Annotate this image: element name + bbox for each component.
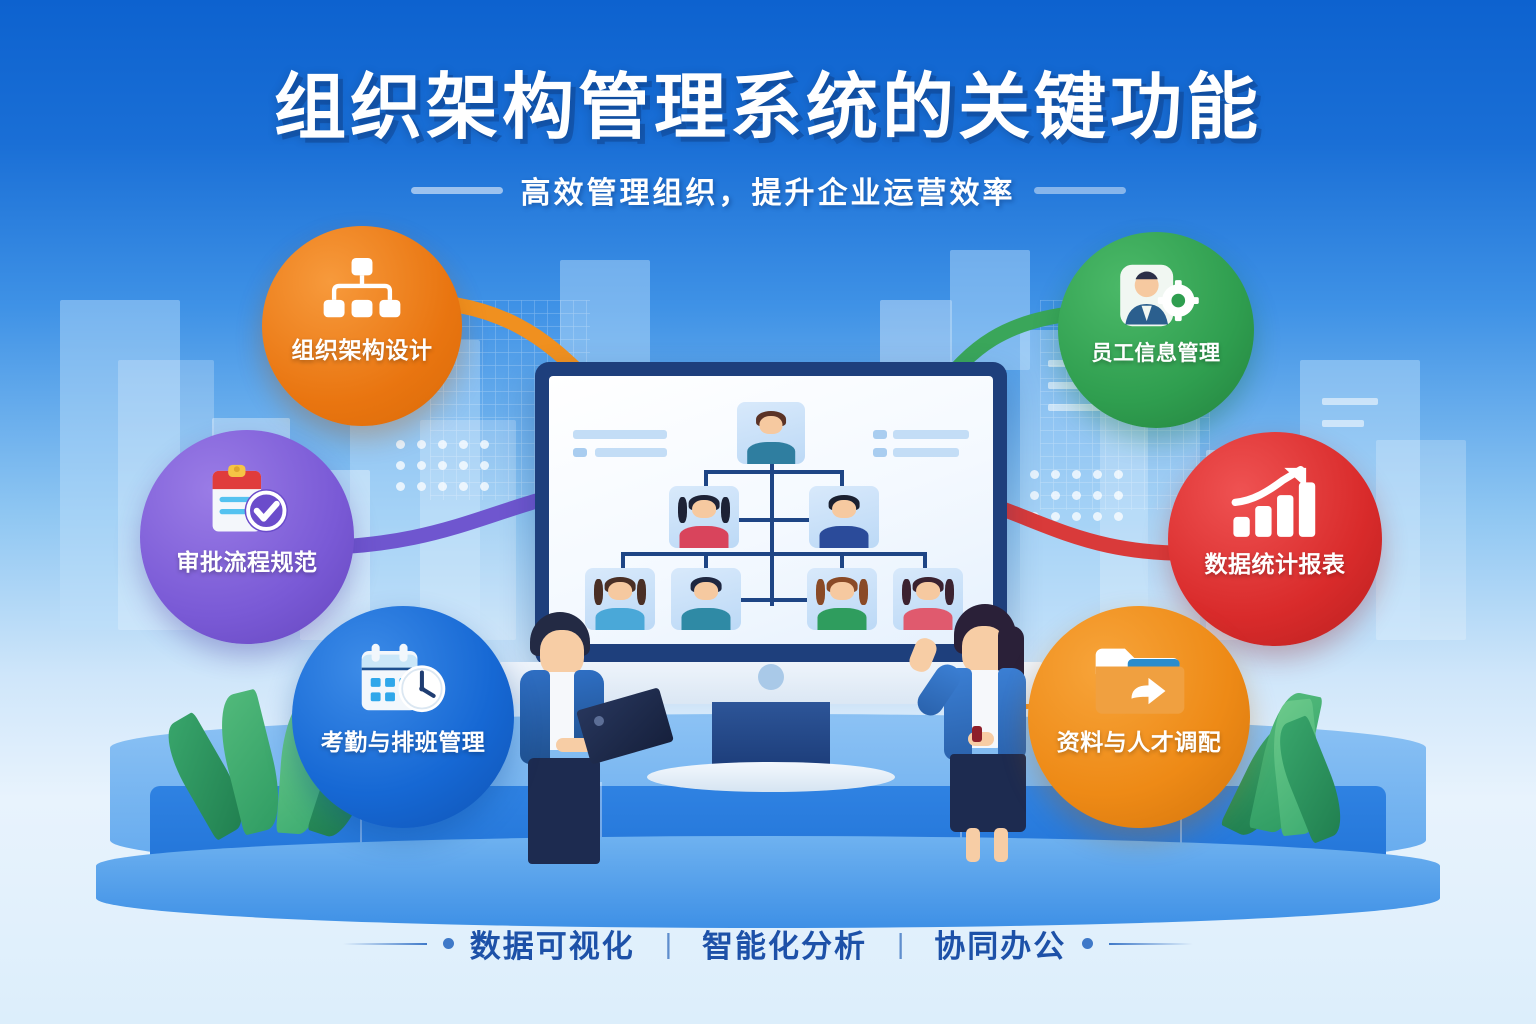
presenter-male <box>498 612 675 864</box>
orgchart-node[interactable] <box>669 486 739 548</box>
orgchart-line <box>621 552 927 556</box>
footer-items: 数据可视化 | 智能化分析 | 协同办公 <box>470 921 1067 966</box>
footer-right-dot <box>1082 938 1094 949</box>
dot-grid-left <box>396 440 489 491</box>
placeholder-bar <box>595 448 667 457</box>
footer-item-0: 数据可视化 <box>469 929 635 965</box>
orgchart-node[interactable] <box>585 568 655 630</box>
badge-data-statistics-report[interactable]: 数据统计报表 <box>1168 432 1382 646</box>
orgchart-line <box>704 470 844 474</box>
podium-base <box>96 836 1440 928</box>
badge-talent-resource-allocation[interactable]: 资料与人才调配 <box>1028 606 1250 828</box>
placeholder-bar <box>573 430 667 439</box>
monitor-base <box>647 762 895 792</box>
footer-separator: | <box>664 927 672 959</box>
badge-label: 数据统计报表 <box>1204 550 1346 577</box>
badge-label: 资料与人才调配 <box>1056 729 1222 756</box>
user-gear-icon <box>1111 263 1201 330</box>
monitor-logo <box>758 664 784 690</box>
clipboard-check-icon <box>198 464 296 537</box>
bar-chart-growth-icon <box>1226 466 1324 539</box>
orgchart-node[interactable] <box>807 568 877 630</box>
orgchart-line <box>704 552 708 572</box>
org-chart-icon <box>316 258 408 326</box>
footer-separator: | <box>897 927 905 959</box>
footer-right-line <box>1109 942 1194 945</box>
orgchart-line <box>734 518 824 522</box>
orgchart-node[interactable] <box>809 486 879 548</box>
badge-org-structure-design[interactable]: 组织架构设计 <box>262 226 462 426</box>
placeholder-bar <box>873 430 887 439</box>
orgchart-line <box>840 470 844 492</box>
podium-divider <box>1180 782 1182 878</box>
podium-divider <box>360 782 362 878</box>
subtitle-right-dash <box>1033 186 1126 194</box>
footer-item-1: 智能化分析 <box>702 929 867 965</box>
presenter-female <box>906 604 1070 866</box>
badge-label: 员工信息管理 <box>1091 341 1221 365</box>
placeholder-bar <box>893 430 969 439</box>
dot-grid-right <box>1030 470 1123 521</box>
footer-left-line <box>342 942 427 945</box>
podium-divider <box>600 782 602 878</box>
orgchart-node[interactable] <box>737 402 805 464</box>
footer-left-dot <box>442 938 454 949</box>
orgchart-line <box>621 552 625 572</box>
orgchart-node[interactable] <box>893 568 963 630</box>
orgchart-line <box>704 470 708 492</box>
orgchart-line <box>735 598 809 602</box>
badge-label: 审批流程规范 <box>176 548 318 575</box>
footer-highlights: 数据可视化 | 智能化分析 | 协同办公 <box>0 921 1536 966</box>
subtitle-row: 高效管理组织，提升企业运营效率 <box>0 168 1536 212</box>
orgchart-line <box>840 552 844 572</box>
badge-approval-process[interactable]: 审批流程规范 <box>140 430 354 644</box>
subtitle-left-dash <box>410 186 503 194</box>
placeholder-bar <box>893 448 959 457</box>
badge-attendance-schedule[interactable]: 考勤与排班管理 <box>292 606 514 828</box>
placeholder-bar <box>873 448 887 457</box>
page-title: 组织架构管理系统的关键功能 <box>273 65 1262 149</box>
orgchart-line <box>770 464 774 606</box>
badge-employee-info-management[interactable]: 员工信息管理 <box>1058 232 1254 428</box>
calendar-clock-icon <box>352 642 454 717</box>
orgchart-node[interactable] <box>671 568 741 630</box>
folder-arrow-icon <box>1088 642 1190 717</box>
footer-item-2: 协同办公 <box>934 929 1067 965</box>
placeholder-bar <box>573 448 587 457</box>
badge-label: 组织架构设计 <box>291 337 433 363</box>
page-subtitle: 高效管理组织，提升企业运营效率 <box>520 176 1016 211</box>
monitor-screen <box>549 376 993 644</box>
orgchart-line <box>923 552 927 572</box>
badge-label: 考勤与排班管理 <box>320 729 486 756</box>
